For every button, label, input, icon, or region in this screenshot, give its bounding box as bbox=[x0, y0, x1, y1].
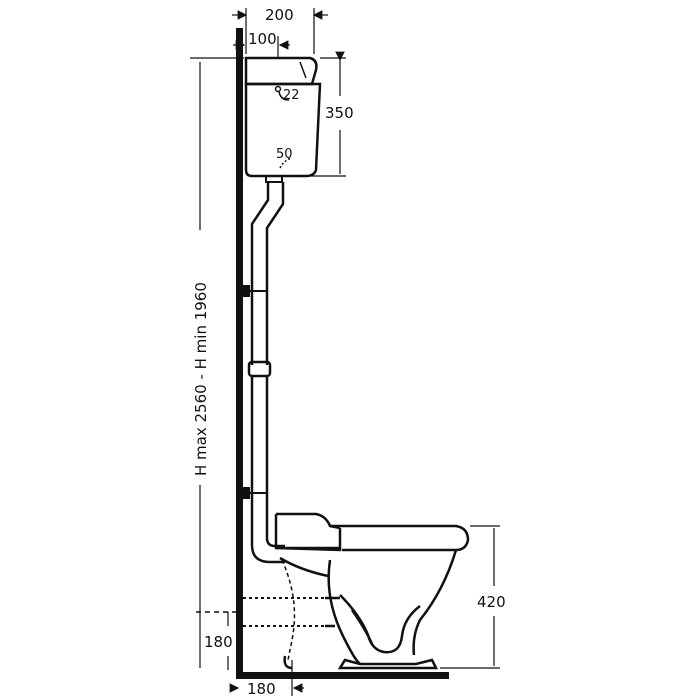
toilet-bowl bbox=[274, 512, 470, 670]
pipe-brackets bbox=[242, 285, 268, 499]
outlet-pipe bbox=[196, 559, 340, 670]
dim-outlet-diameter: 50 bbox=[276, 147, 293, 162]
dim-floor-outlet-distance: 180 bbox=[247, 680, 276, 698]
flush-pipe bbox=[247, 182, 285, 564]
floor bbox=[236, 672, 449, 679]
dim-floor-outlet-height: 180 bbox=[204, 633, 233, 651]
dim-total-height: H max 2560 - H min 1960 bbox=[192, 282, 210, 476]
wall-and-floor bbox=[236, 28, 449, 679]
dim-inlet-diameter: 22 bbox=[283, 88, 300, 103]
dim-tank-height: 350 bbox=[325, 104, 354, 122]
dimension-lines bbox=[190, 8, 500, 696]
wall bbox=[236, 28, 243, 678]
dim-tank-offset: 100 bbox=[248, 30, 277, 48]
dim-tank-width: 200 bbox=[265, 6, 294, 24]
dim-bowl-height: 420 bbox=[477, 593, 506, 611]
